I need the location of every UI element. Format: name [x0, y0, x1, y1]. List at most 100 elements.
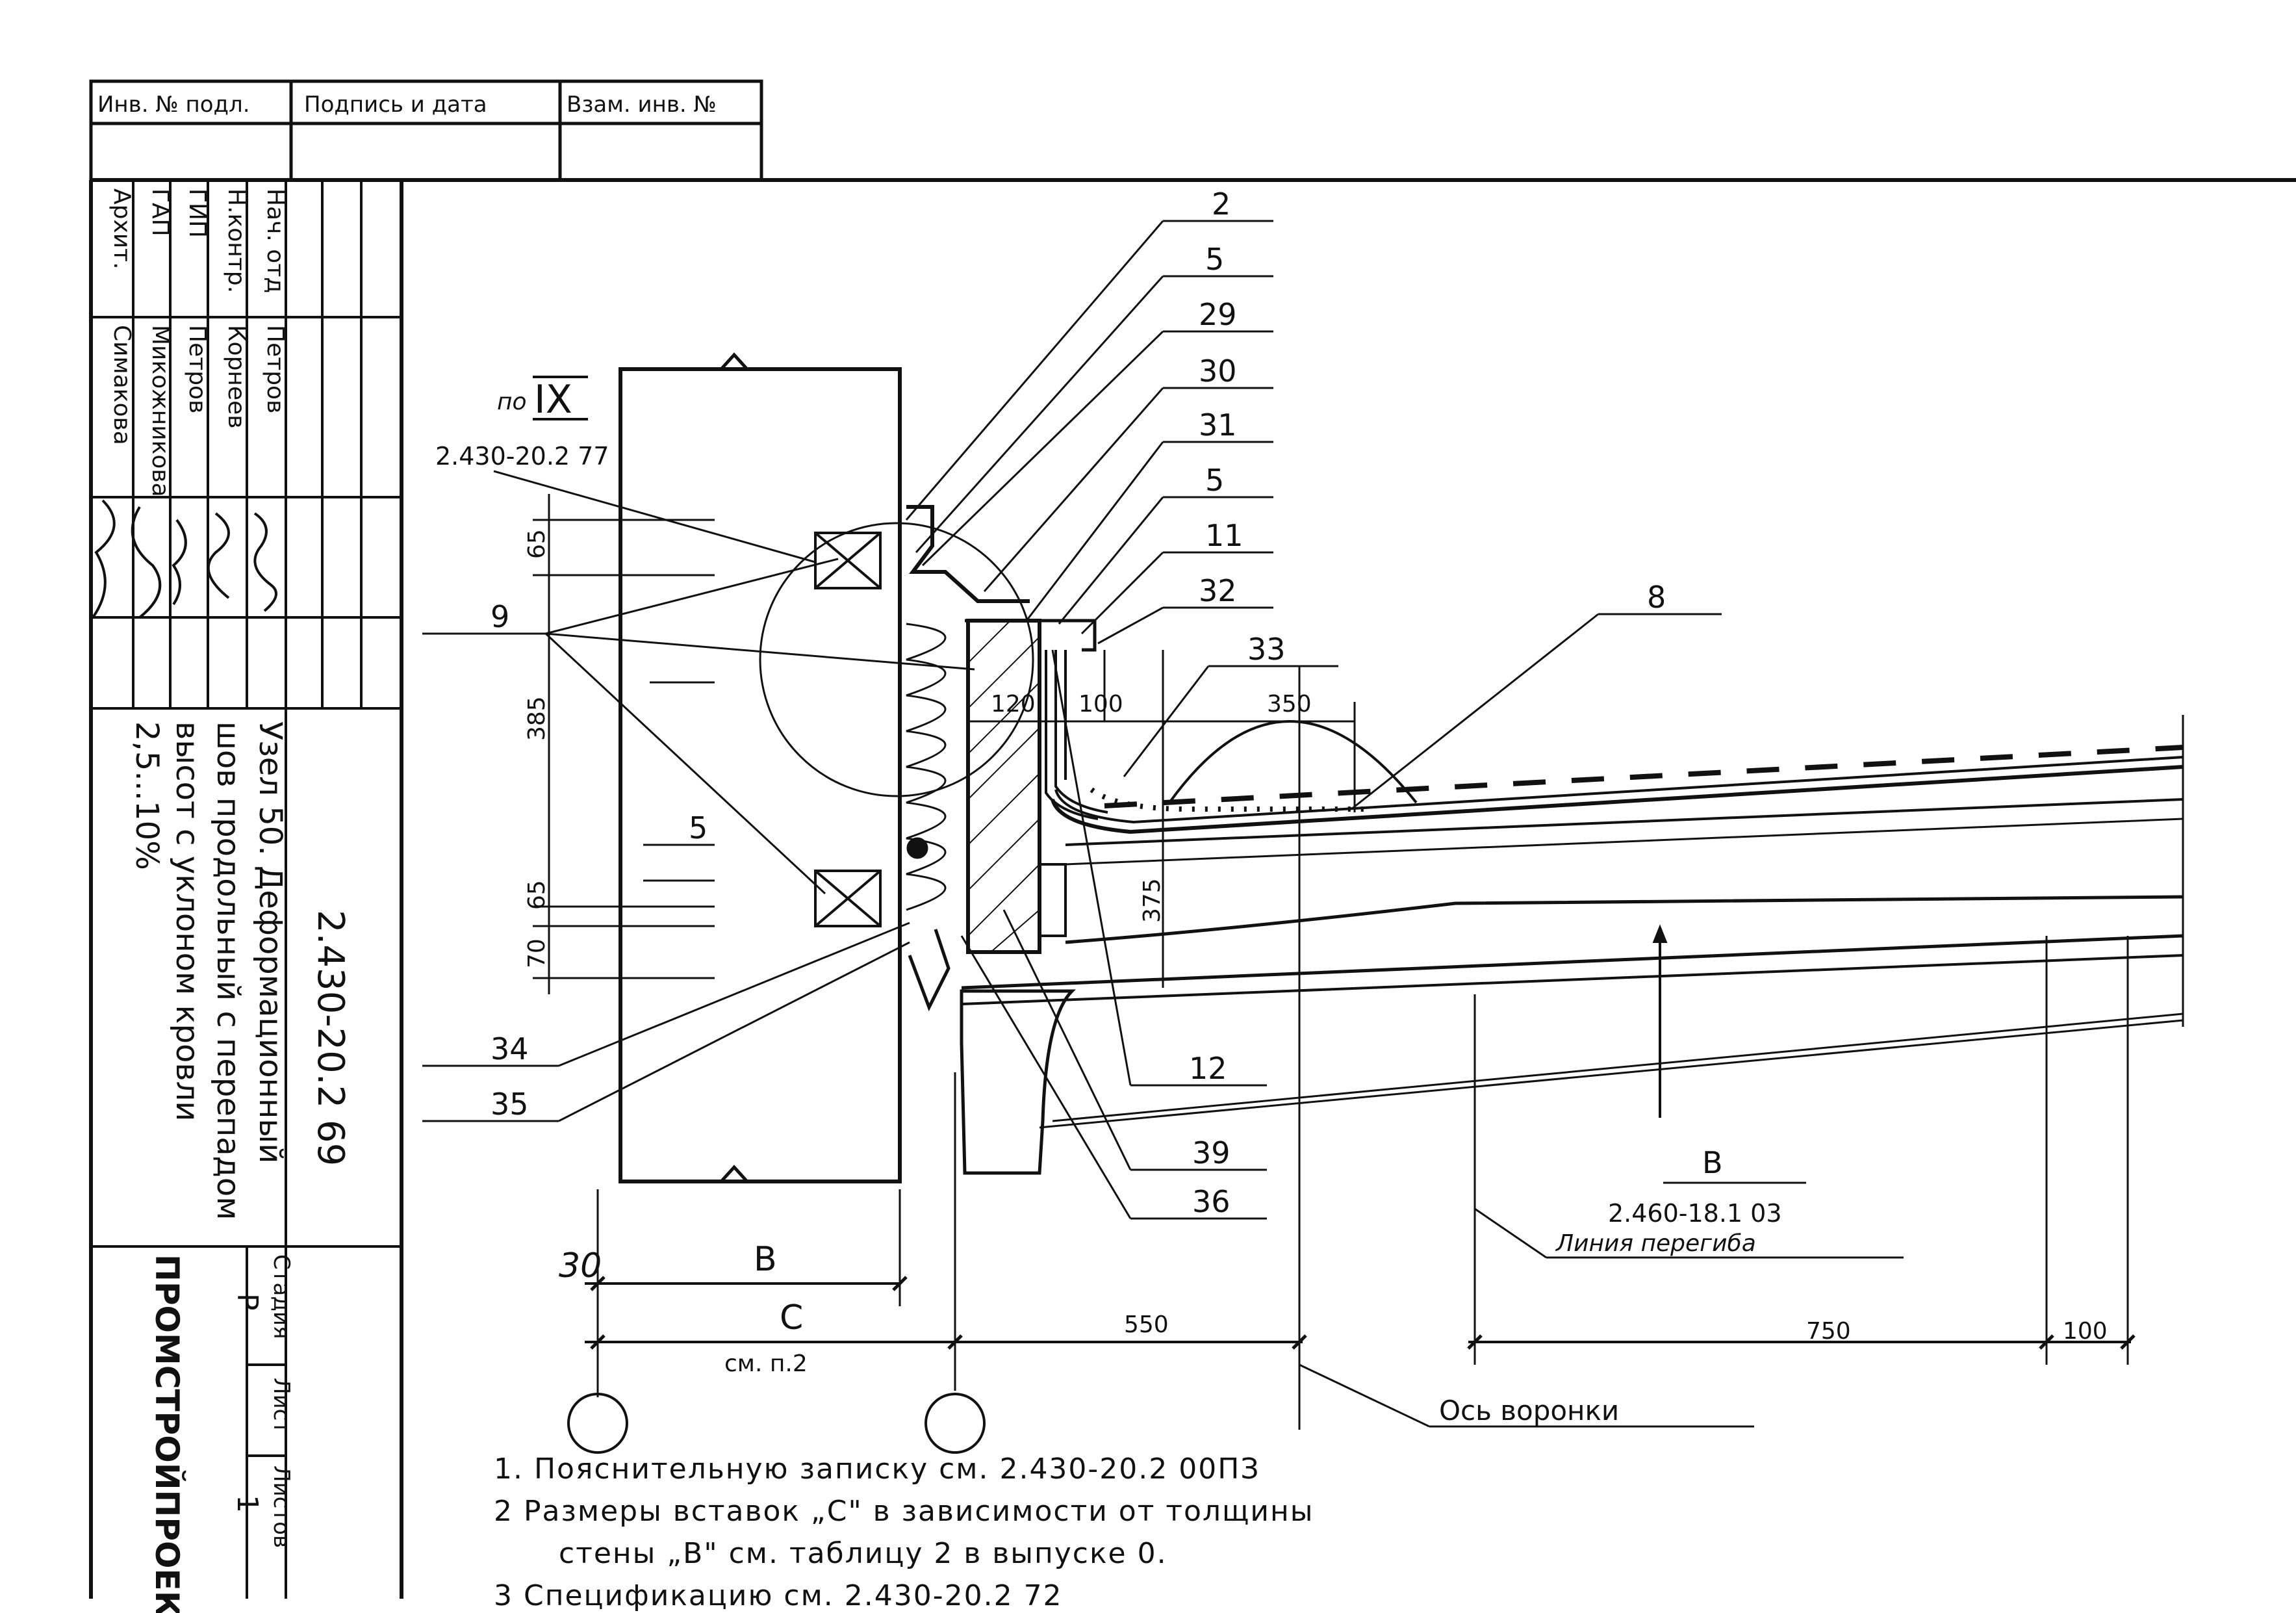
node-title: Узел 50. Деформационный шов продольный с…: [129, 721, 288, 1220]
roof-layer-6: [961, 934, 2184, 990]
roof-layer-7: [961, 954, 2184, 1005]
ref-doc: 2.430-20.2 77: [435, 442, 609, 471]
callout-9: 9: [491, 599, 509, 634]
membrane-dashed: [1104, 745, 2184, 808]
note-3: 3 Спецификацию см. 2.430-20.2 72: [494, 1579, 1063, 1612]
anchor-top: [814, 532, 882, 589]
callout-12: 12: [1189, 1051, 1227, 1086]
stamp-inv-podl: Инв. № подл.: [97, 92, 250, 118]
flashing-profile: [906, 505, 1030, 603]
break-mark-top: [720, 352, 748, 370]
callout-32: 32: [1199, 573, 1237, 608]
callout-11: 11: [1205, 518, 1244, 553]
role-arkhit: Архит.: [108, 188, 135, 270]
name-gap: Микожникова: [147, 325, 173, 497]
role-labels: Нач. отд Н.контр. ГИП ГАП Архит.: [108, 188, 288, 293]
roof-layer-2: [1054, 756, 2184, 824]
ref-b-letter: В: [1702, 1145, 1723, 1180]
funnel-axis-label: Ось воронки: [1439, 1395, 1619, 1426]
dim-65-bottom: 65: [524, 880, 550, 910]
role-n-kontr: Н.контр.: [223, 188, 249, 293]
axis-marker-left: [567, 1393, 628, 1454]
dim-385: 385: [524, 696, 550, 741]
fold-line-label: Линия перегиба: [1555, 1230, 1756, 1257]
insert-hatch: [967, 620, 1040, 953]
callout-8: 8: [1647, 580, 1666, 615]
roof-slab-support: [960, 989, 1077, 1175]
leader-lines: [422, 220, 2184, 1428]
sealant-dot: [906, 837, 928, 859]
name-labels: Петров Корнеев Петров Микожникова Симако…: [108, 325, 288, 497]
callout-31: 31: [1199, 407, 1237, 443]
dim-C: С: [780, 1298, 803, 1337]
title-line1: Узел 50. Деформационный: [252, 721, 288, 1163]
note-2-continued: стены „В" см. таблицу 2 в выпуске 0.: [559, 1537, 1167, 1570]
document-code: 2.430-20.2 69: [309, 910, 351, 1166]
drip-edge: [908, 929, 950, 1012]
callout-5-mid: 5: [1205, 463, 1224, 498]
ref-po: по: [497, 389, 527, 415]
drain-dome: [1168, 720, 1418, 804]
anchor-bottom: [814, 870, 882, 927]
callout-29: 29: [1199, 297, 1237, 332]
callout-33: 33: [1247, 632, 1286, 667]
callout-labels: 2 5 29 30 31 5 11 32 33 8 9 5 34 35 12 3…: [491, 187, 1666, 1219]
name-nach-otd: Петров: [262, 325, 288, 413]
b-arrow-head: [1652, 924, 1668, 943]
sheets-label: Листов: [268, 1465, 294, 1548]
callout-34: 34: [491, 1031, 529, 1066]
stamp-signature-date: Подпись и дата: [304, 92, 487, 118]
title-line3: высот с уклоном кровли: [169, 721, 205, 1121]
stage-label: Стадия: [268, 1254, 294, 1339]
dimension-labels: 65 385 65 70 120 100 350 375 30 В С см. …: [524, 529, 2108, 1377]
callout-39: 39: [1192, 1135, 1231, 1170]
dim-100-top: 100: [1078, 691, 1123, 717]
dim-C-note: см. п.2: [724, 1350, 808, 1377]
dim-350: 350: [1267, 691, 1312, 717]
insert-block: [966, 619, 1041, 954]
callout-5-top: 5: [1205, 242, 1224, 277]
dim-750: 750: [1806, 1318, 1851, 1345]
dim-100-bottom: 100: [2063, 1318, 2108, 1345]
dim-30: 30: [559, 1246, 602, 1285]
name-n-kontr: Корнеев: [223, 325, 249, 429]
dim-375: 375: [1139, 878, 1166, 923]
role-nach-otd: Нач. отд: [262, 188, 288, 293]
callout-35: 35: [491, 1087, 529, 1122]
role-gap: ГАП: [147, 188, 173, 237]
callout-36: 36: [1192, 1184, 1231, 1219]
title-line4: 2,5...10%: [129, 721, 165, 870]
dim-65-top: 65: [524, 529, 550, 559]
stamp-vzam-inv: Взам. инв. №: [567, 92, 717, 118]
roof-bottom: [1052, 1013, 2184, 1122]
sheet-label: Лист: [268, 1378, 294, 1434]
note-1: 1. Пояснительную записку см. 2.430-20.2 …: [494, 1452, 1260, 1486]
role-gip: ГИП: [184, 188, 210, 238]
wall-panel: [619, 367, 902, 1183]
roof-layer-3: [1065, 798, 2184, 846]
title-line2: шов продольный с перепадом: [210, 721, 246, 1220]
dim-B: В: [754, 1240, 777, 1279]
technical-drawing: [422, 220, 2184, 1454]
parapet-layers: [1045, 650, 1108, 820]
main-frame: [89, 178, 2296, 1599]
roof-layer-4: [1065, 818, 2184, 866]
name-gip: Петров: [184, 325, 210, 413]
note-2: 2 Размеры вставок „С" в зависимости от т…: [494, 1495, 1314, 1528]
callout-2: 2: [1212, 187, 1231, 222]
dim-70: 70: [524, 938, 550, 968]
break-mark-bottom: [720, 1165, 748, 1183]
title-block-grid: [91, 180, 402, 1599]
callout-5-left: 5: [689, 810, 708, 845]
detail-circle: [759, 522, 1034, 797]
ref-roman: IX: [534, 377, 572, 422]
roof-upper-layer: [1051, 765, 2184, 834]
organization-name: ПРОМСТРОЙПРОЕКТ: [148, 1254, 186, 1613]
ref-b-doc: 2.460-18.1 03: [1608, 1199, 1782, 1228]
name-arkhit: Симакова: [108, 325, 135, 445]
roof-layer-5: [1065, 895, 2184, 944]
callout-30: 30: [1199, 354, 1237, 389]
stage-value: Р: [231, 1293, 264, 1311]
sheets-value: 1: [231, 1495, 264, 1513]
